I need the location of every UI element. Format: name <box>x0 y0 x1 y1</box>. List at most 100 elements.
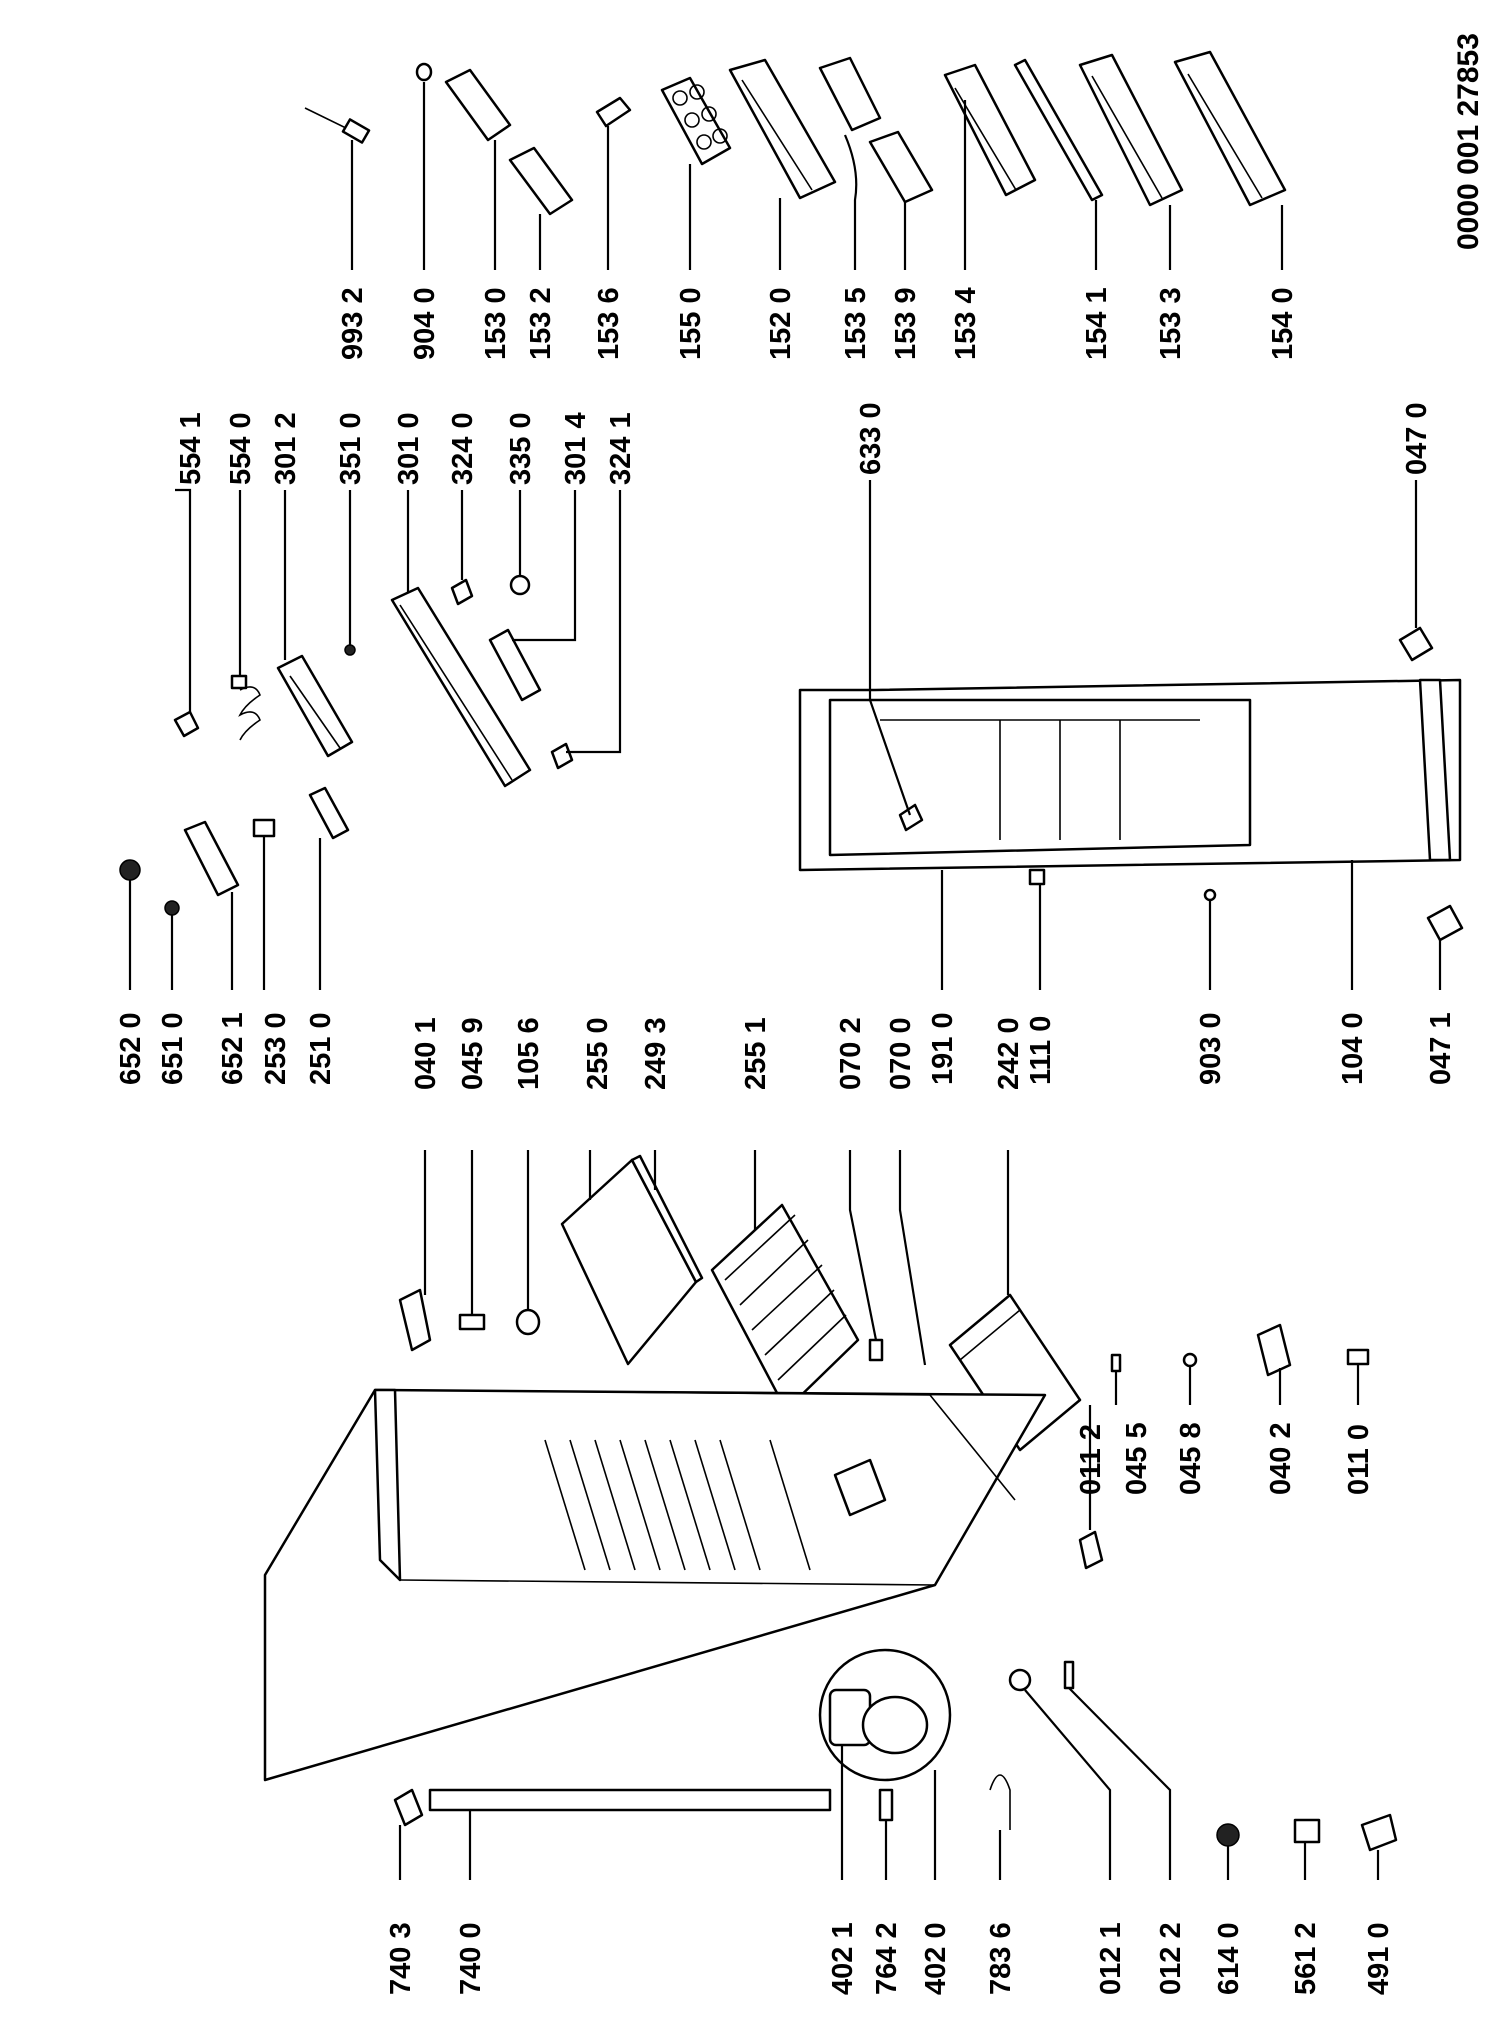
callout-652-1: 652 1 <box>217 1012 249 1085</box>
part-253-0 <box>252 818 276 990</box>
callout-153-5: 153 5 <box>840 287 872 360</box>
callout-154-1: 154 1 <box>1081 287 1113 360</box>
part-554-0 <box>230 490 261 741</box>
part-561-2 <box>1293 1818 1321 1880</box>
part-153-4 <box>943 63 1037 270</box>
callout-301-0: 301 0 <box>393 412 425 485</box>
part-351-0 <box>344 490 356 656</box>
callout-012-1: 012 1 <box>1095 1922 1127 1995</box>
callout-045-5: 045 5 <box>1121 1422 1153 1495</box>
callout-740-0: 740 0 <box>455 1922 487 1995</box>
callout-253-0: 253 0 <box>260 1012 292 1085</box>
callout-324-1: 324 1 <box>605 412 637 485</box>
callout-242-0: 242 0 <box>993 1017 1025 1090</box>
part-153-3 <box>1078 53 1184 270</box>
door-bins-group <box>304 50 1287 270</box>
callout-651-0: 651 0 <box>157 1012 189 1085</box>
cabinet-group <box>263 1323 1398 1880</box>
part-012-1 <box>1008 1668 1112 1880</box>
part-904-0 <box>415 62 433 270</box>
callout-045-8: 045 8 <box>1175 1422 1207 1495</box>
part-111-0 <box>1028 868 1046 990</box>
callout-301-4: 301 4 <box>560 412 592 485</box>
part-783-6 <box>989 1774 1011 1880</box>
callout-153-6: 153 6 <box>593 287 625 360</box>
callout-740-3: 740 3 <box>385 1922 417 1995</box>
callout-255-1: 255 1 <box>740 1017 772 1090</box>
callout-012-2: 012 2 <box>1155 1922 1187 1995</box>
callout-764-2: 764 2 <box>871 1922 903 1995</box>
part-153-0 <box>444 68 512 270</box>
callout-153-2: 153 2 <box>525 287 557 360</box>
callout-993-2: 993 2 <box>337 287 369 360</box>
part-153-2 <box>508 146 574 270</box>
callout-255-0: 255 0 <box>582 1017 614 1090</box>
callout-105-6: 105 6 <box>513 1017 545 1090</box>
shelves-group <box>398 1150 1082 1452</box>
part-153-5 <box>818 56 882 270</box>
part-040-2 <box>1256 1323 1292 1405</box>
part-047-0 <box>1398 480 1434 662</box>
callout-351-0: 351 0 <box>335 412 367 485</box>
part-047-1 <box>1426 904 1464 990</box>
callout-402-1: 402 1 <box>827 1922 859 1995</box>
callout-070-2: 070 2 <box>835 1017 867 1090</box>
part-105-6 <box>515 1150 541 1336</box>
part-491-0 <box>1360 1813 1398 1880</box>
callout-335-0: 335 0 <box>505 412 537 485</box>
callout-652-0: 652 0 <box>115 1012 147 1085</box>
document-reference: 0000 001 27853 <box>1452 33 1485 250</box>
part-045-9 <box>458 1150 486 1331</box>
callout-104-0: 104 0 <box>1337 1012 1369 1085</box>
callout-111-0: 111 0 <box>1025 1016 1057 1085</box>
part-012-2 <box>1063 1660 1172 1880</box>
callout-153-0: 153 0 <box>480 287 512 360</box>
callout-153-4: 153 4 <box>950 287 982 360</box>
control-panel-group <box>119 488 622 990</box>
part-045-8 <box>1182 1352 1198 1405</box>
part-154-0 <box>1173 50 1287 270</box>
part-652-1 <box>183 820 240 990</box>
part-301-0 <box>390 490 532 788</box>
callout-045-9: 045 9 <box>457 1017 489 1090</box>
callout-153-9: 153 9 <box>890 287 922 360</box>
part-251-0 <box>308 786 350 990</box>
callout-011-2: 011 2 <box>1075 1424 1107 1495</box>
part-614-0 <box>1216 1823 1240 1880</box>
part-633-0 <box>868 480 924 832</box>
callout-554-1: 554 1 <box>175 412 207 485</box>
callout-903-0: 903 0 <box>1195 1012 1227 1085</box>
part-324-0 <box>450 490 474 606</box>
callout-904-0: 904 0 <box>409 287 441 360</box>
part-153-6 <box>595 96 632 270</box>
part-651-0 <box>164 900 180 990</box>
callout-633-0: 633 0 <box>855 402 887 475</box>
callout-402-0: 402 0 <box>920 1922 952 1995</box>
callout-labels: 993 2 904 0 153 0 153 2 153 6 155 0 152 … <box>115 287 1457 1995</box>
part-154-1 <box>1013 58 1104 270</box>
callout-554-0: 554 0 <box>225 412 257 485</box>
part-011-2 <box>1078 1405 1104 1570</box>
callout-155-0: 155 0 <box>675 287 707 360</box>
part-045-5 <box>1110 1353 1122 1405</box>
part-155-0 <box>660 76 732 270</box>
callout-614-0: 614 0 <box>1213 1922 1245 1995</box>
part-903-0 <box>1203 888 1217 990</box>
callout-040-2: 040 2 <box>1265 1422 1297 1495</box>
part-993-2 <box>304 107 371 270</box>
part-554-1 <box>173 488 200 738</box>
part-070-2 <box>848 1150 884 1362</box>
part-324-1 <box>550 490 622 770</box>
callout-251-0: 251 0 <box>305 1012 337 1085</box>
callout-154-0: 154 0 <box>1267 287 1299 360</box>
callout-191-0: 191 0 <box>927 1012 959 1085</box>
part-040-1 <box>398 1150 432 1352</box>
callout-783-6: 783 6 <box>985 1922 1017 1995</box>
part-153-9 <box>868 130 934 270</box>
part-255-1 <box>710 1150 860 1412</box>
part-011-0 <box>1346 1348 1370 1405</box>
callout-047-1: 047 1 <box>1425 1012 1457 1085</box>
part-070-0 <box>898 1150 927 1366</box>
callout-040-1: 040 1 <box>410 1017 442 1090</box>
